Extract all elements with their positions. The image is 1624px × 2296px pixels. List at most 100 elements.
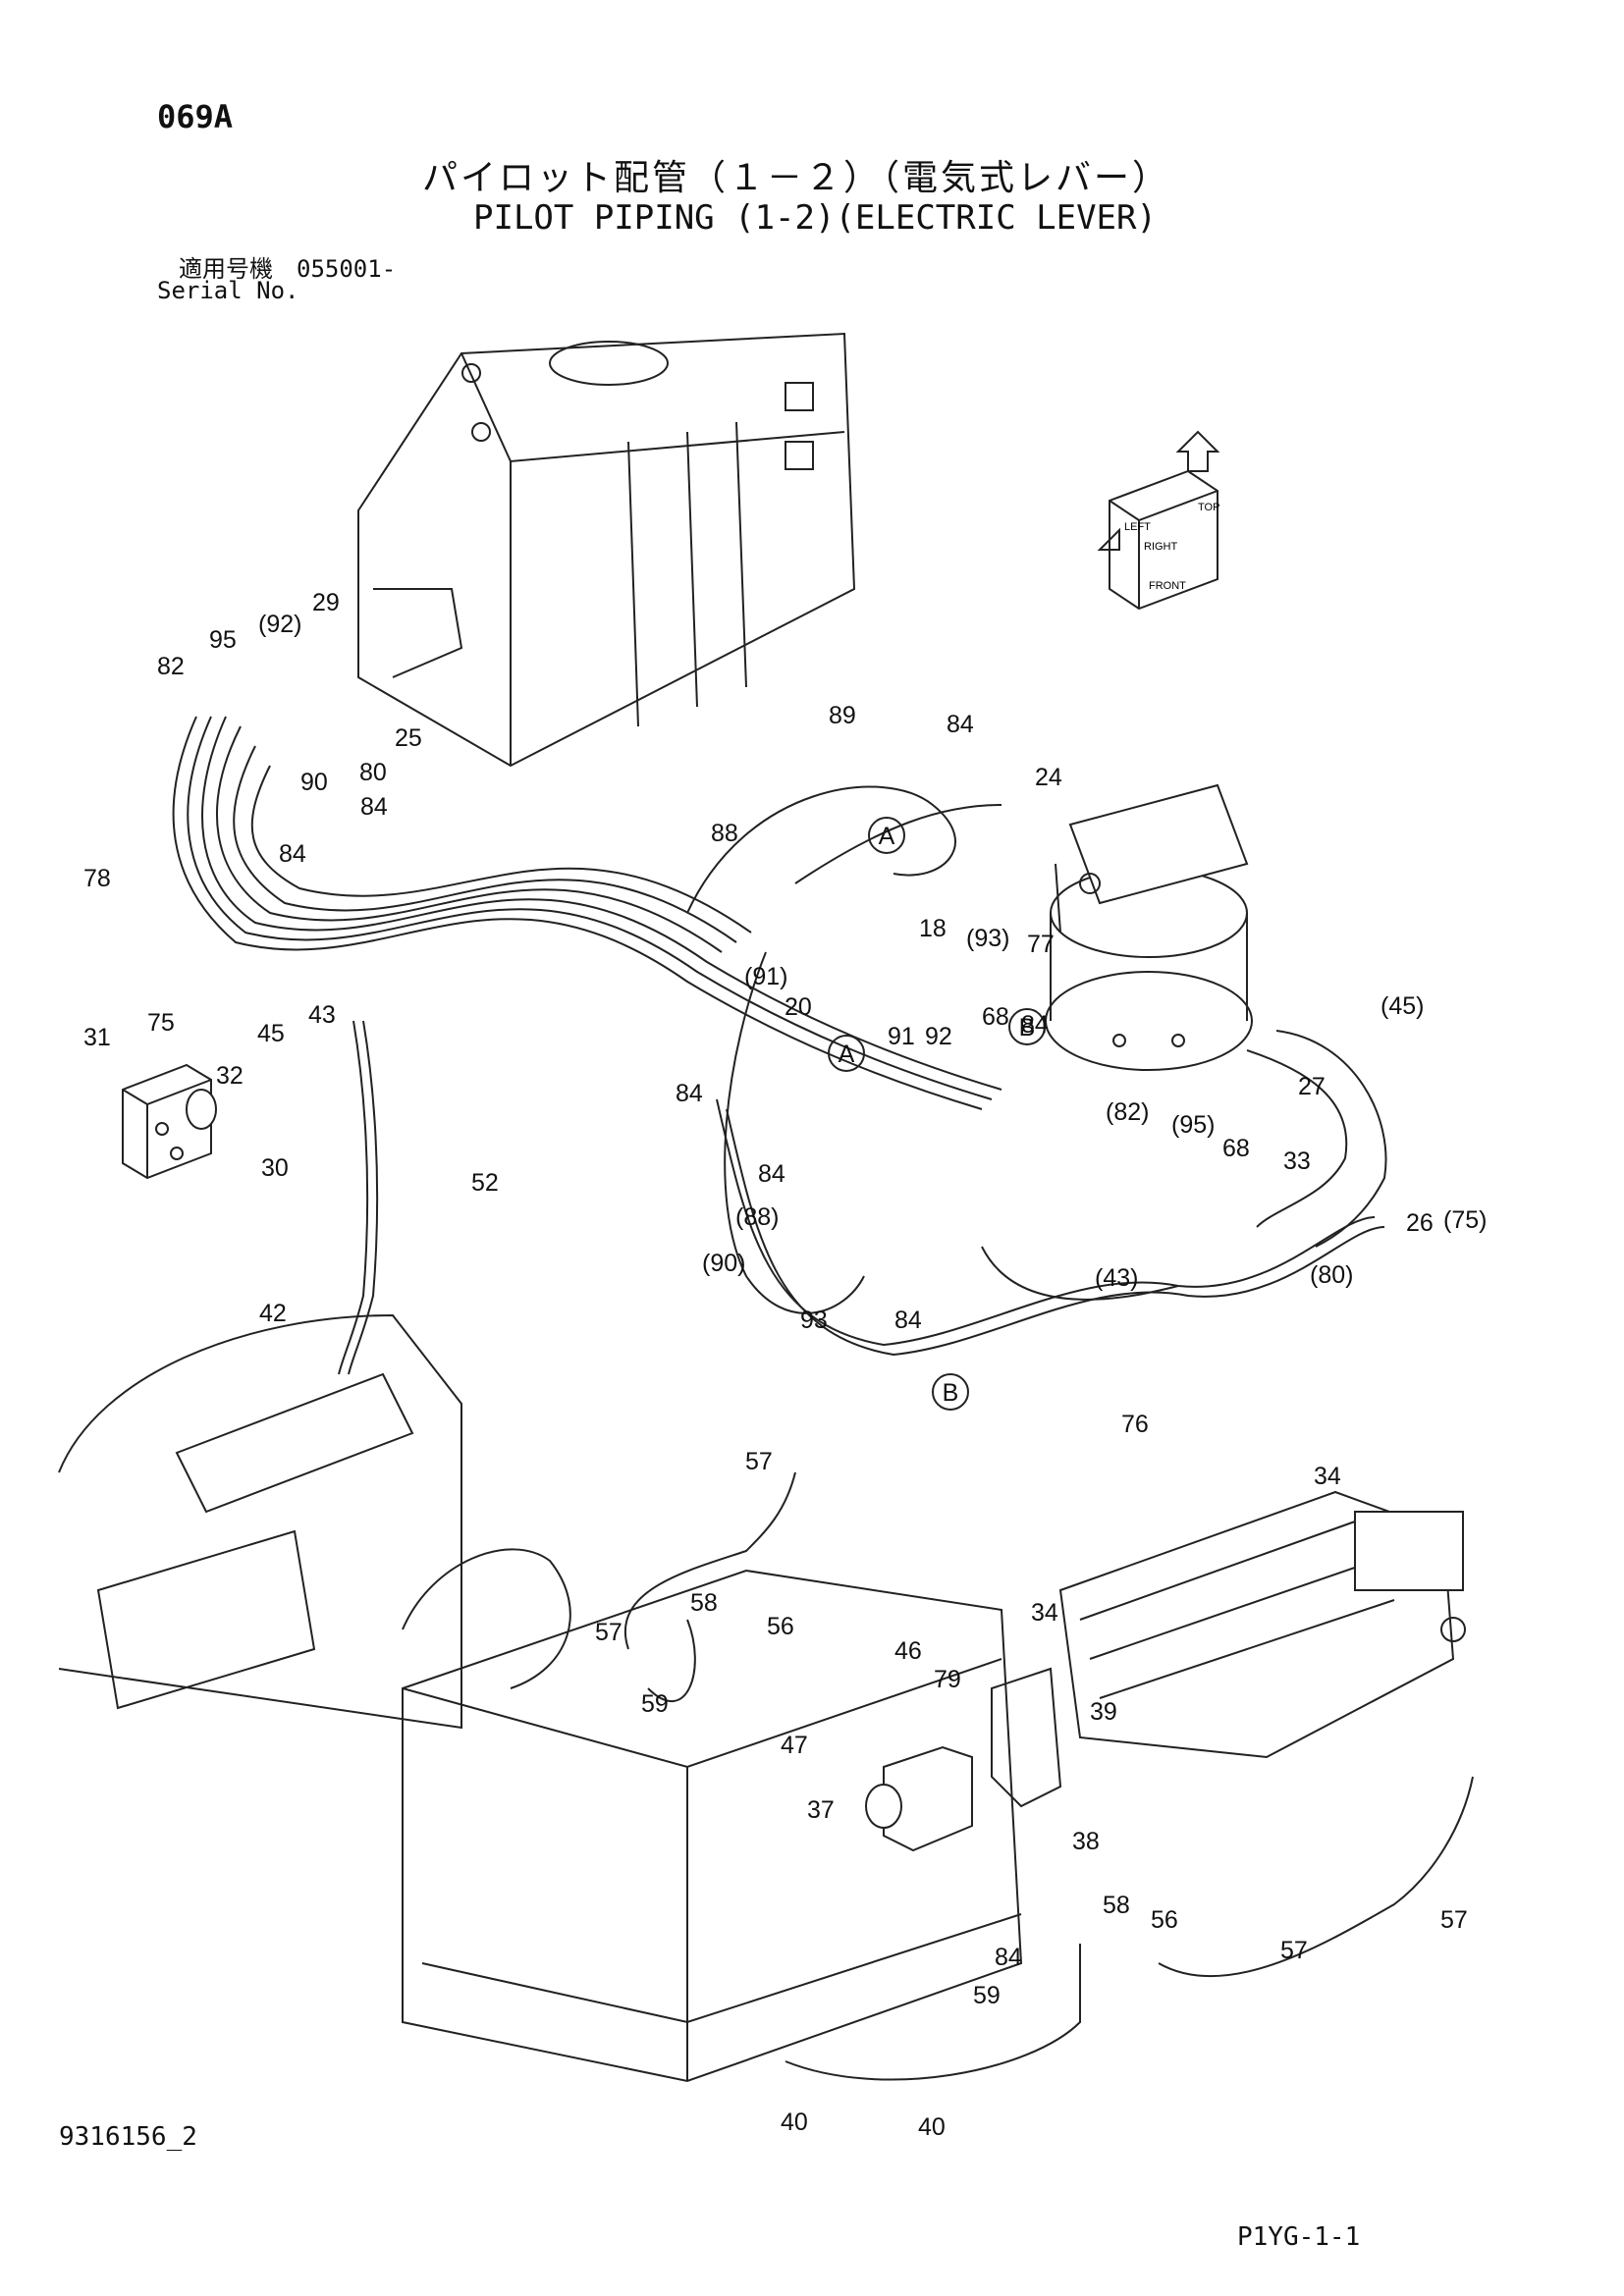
part-callout-label: 59 <box>641 1690 669 1718</box>
part-callout-label: 91 <box>888 1023 915 1050</box>
part-callout-label: 88 <box>711 820 738 847</box>
part-callout-label: 57 <box>745 1448 773 1475</box>
part-callout-label: 84 <box>676 1080 703 1107</box>
part-callout-label: (92) <box>258 611 301 638</box>
connector-b-label: B <box>943 1379 959 1407</box>
part-callout-label: 78 <box>83 865 111 892</box>
part-callout-label: 43 <box>308 1001 336 1029</box>
part-callout-label: 57 <box>1440 1906 1468 1934</box>
part-callout-label: 24 <box>1035 764 1062 791</box>
part-callout-label: 77 <box>1027 931 1055 958</box>
part-callout-label: 42 <box>259 1300 287 1327</box>
part-callout-label: 79 <box>934 1666 961 1693</box>
part-callout-label: 84 <box>1021 1011 1049 1039</box>
part-callout-label: 40 <box>781 2109 808 2136</box>
part-callout-label: 26 <box>1406 1209 1434 1237</box>
part-callout-label: (91) <box>744 963 787 990</box>
orientation-front: FRONT <box>1149 580 1186 592</box>
title-english: PILOT PIPING (1-2)(ELECTRIC LEVER) <box>473 198 1157 238</box>
part-callout-label: 84 <box>360 793 388 821</box>
part-callout-label: 95 <box>209 626 237 654</box>
part-callout-label: 84 <box>894 1307 922 1334</box>
swing-motor <box>1045 783 1253 1071</box>
hydraulic-tank <box>357 332 856 768</box>
connector-a-label: A <box>879 823 895 850</box>
part-callout-label: (95) <box>1171 1111 1215 1139</box>
connector-b-label: B <box>1019 1014 1036 1041</box>
part-callout-label: 33 <box>1283 1148 1311 1175</box>
part-callout-label: 46 <box>894 1637 922 1665</box>
part-callout-label: (80) <box>1310 1261 1353 1289</box>
title-japanese: パイロット配管（１－２）（電気式レバー） <box>422 158 1171 198</box>
part-callout-label: 20 <box>785 993 812 1021</box>
part-callout-label: 58 <box>690 1589 718 1617</box>
part-callout-label: 56 <box>1151 1906 1178 1934</box>
part-callout-label: 58 <box>1103 1892 1130 1919</box>
part-callout-label: 34 <box>1031 1599 1058 1627</box>
part-callout-label: 40 <box>918 2113 946 2141</box>
part-callout-label: 45 <box>257 1020 285 1047</box>
part-callout-label: 38 <box>1072 1828 1100 1855</box>
part-callout-label: 32 <box>216 1062 244 1090</box>
part-callout-label: 75 <box>147 1009 175 1037</box>
part-callout-label: 92 <box>925 1023 952 1050</box>
part-callout-label: 31 <box>83 1024 111 1051</box>
connector-b-marker <box>1008 1008 1046 1045</box>
part-callout-label: 52 <box>471 1169 499 1197</box>
wire-harness <box>624 1471 1474 1978</box>
serial-applicability-japanese: 適用号機 055001- <box>179 255 397 283</box>
part-callout-label: 80 <box>359 759 387 786</box>
hose-89 <box>686 785 1002 914</box>
orientation-left: LEFT <box>1124 521 1151 533</box>
connector-b-marker <box>932 1373 969 1411</box>
document-id: 9316156_2 <box>59 2122 197 2152</box>
part-callout-label: 82 <box>157 653 185 680</box>
orientation-right: RIGHT <box>1144 541 1178 553</box>
connector-markers: A A B B <box>828 817 1046 1411</box>
serial-label: Serial No. <box>157 277 299 304</box>
part-callout-label: 25 <box>395 724 422 752</box>
part-callout-label: 84 <box>279 840 306 868</box>
part-callout-label: 57 <box>1280 1937 1308 1964</box>
part-callout-label: 76 <box>1121 1411 1149 1438</box>
part-callout-label: (93) <box>966 925 1009 952</box>
part-callout-label: (82) <box>1106 1098 1149 1126</box>
orientation-indicator: TOP LEFT RIGHT FRONT <box>1097 430 1219 611</box>
part-callout-label: 39 <box>1090 1698 1117 1726</box>
part-callout-label: 57 <box>595 1619 623 1646</box>
part-callout-label: (90) <box>702 1250 745 1277</box>
part-callout-label: 90 <box>300 769 328 796</box>
part-callout-label: (75) <box>1443 1206 1487 1234</box>
connector-a-marker <box>868 817 905 854</box>
part-callout-label: 59 <box>973 1982 1001 2009</box>
control-valve <box>1058 1490 1466 1759</box>
connector-a-marker <box>828 1035 865 1072</box>
part-callout-label: 27 <box>1298 1073 1326 1100</box>
part-callout-label: (88) <box>735 1203 779 1231</box>
part-callout-label: 84 <box>758 1160 785 1188</box>
page-reference: P1YG-1-1 <box>1237 2222 1361 2252</box>
page-code: 069A <box>157 98 234 135</box>
connector-a-label: A <box>839 1041 855 1068</box>
part-callout-label: 18 <box>919 915 947 942</box>
part-callout-label: (45) <box>1380 992 1424 1020</box>
part-callout-label: 29 <box>312 589 340 616</box>
upperstructure-frame <box>58 1313 1081 2083</box>
part-callout-label: 84 <box>995 1944 1022 1971</box>
part-callout-label: 47 <box>781 1732 808 1759</box>
part-callout-label: 84 <box>947 711 974 738</box>
pilot-hose-bundle <box>172 716 1387 1357</box>
part-callout-label: 37 <box>807 1796 835 1824</box>
solenoid-valve-37 <box>865 1667 1062 1852</box>
orientation-top: TOP <box>1198 502 1219 513</box>
part-callout-label: (43) <box>1095 1264 1138 1292</box>
solenoid-valve-block <box>122 1063 217 1180</box>
part-callout-label: 68 <box>1222 1135 1250 1162</box>
part-callout-label: 89 <box>829 702 856 729</box>
part-callout-label: 93 <box>800 1307 828 1334</box>
part-callout-label: 56 <box>767 1613 794 1640</box>
hose-52 <box>338 1020 379 1375</box>
part-callout-label: 34 <box>1314 1463 1341 1490</box>
